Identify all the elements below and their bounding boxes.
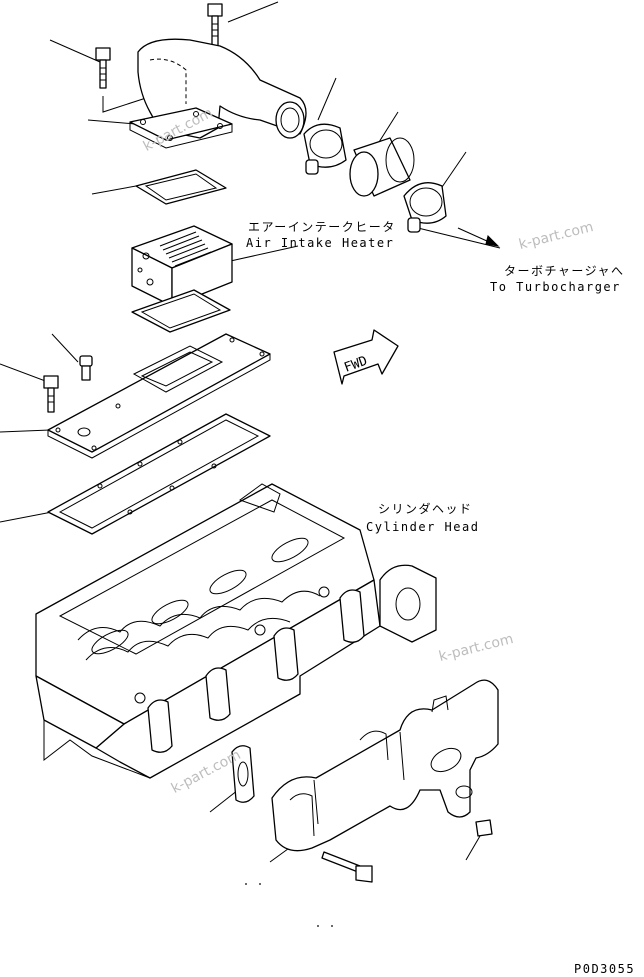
- turbocharger-label-jp: ターボチャージャへ: [504, 264, 625, 278]
- gasket-manifold: [231, 745, 255, 803]
- exhaust-manifold: [271, 679, 499, 852]
- bolt-manifold: [321, 851, 373, 883]
- bolt-top-left: [95, 47, 111, 89]
- turbocharger-label-en: To Turbocharger: [490, 280, 621, 294]
- drawing-code: P0D3055: [574, 962, 636, 976]
- dot-marks: [245, 883, 333, 927]
- hose-sleeve: [349, 137, 415, 197]
- fwd-arrow-icon: FWD: [333, 329, 399, 385]
- intake-cover-plate: [47, 333, 271, 459]
- plug: [79, 355, 93, 381]
- bolt-left: [43, 375, 59, 413]
- air-intake-heater-label-en: Air Intake Heater: [246, 236, 395, 250]
- nut-manifold: [475, 819, 493, 837]
- cylinder-head: [35, 483, 437, 779]
- gasket-long: [47, 413, 271, 535]
- intake-elbow-pipe: [129, 38, 307, 149]
- air-intake-heater: [131, 225, 233, 307]
- gasket-heater-lower: [131, 289, 231, 333]
- hose-clamp-2: [403, 182, 447, 233]
- bolt-top-right: [207, 3, 223, 49]
- air-intake-heater-label-jp: エアーインテークヒータ: [248, 220, 396, 234]
- cylinder-head-label-jp: シリンダヘッド: [378, 502, 473, 516]
- cylinder-head-label-en: Cylinder Head: [366, 520, 480, 534]
- gasket-upper: [135, 169, 227, 205]
- hose-clamp-1: [303, 123, 347, 175]
- turbocharger-direction-arrow: [457, 227, 500, 247]
